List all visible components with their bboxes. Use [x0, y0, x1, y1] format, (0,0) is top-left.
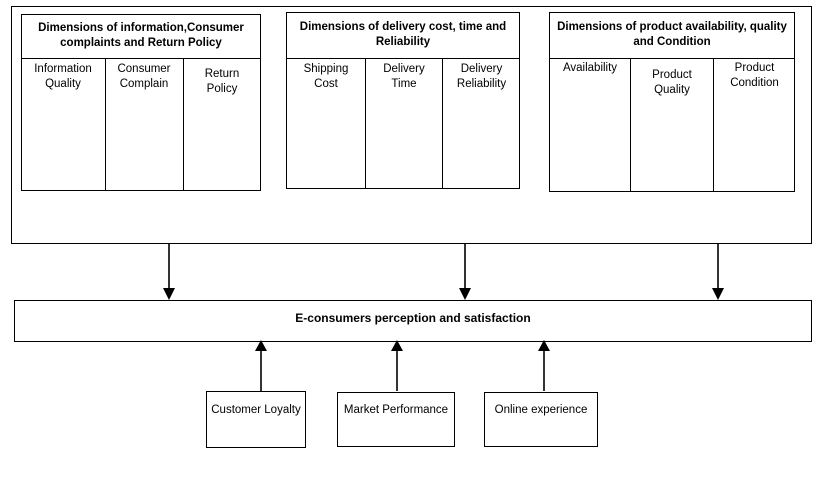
- outcome-label-online-experience: Online experience: [494, 404, 588, 416]
- arrow-up-market-performance: [388, 340, 406, 392]
- dimension-group-3-divider-2: [713, 58, 714, 192]
- dimension-cell-shipping-cost: Shipping Cost: [303, 63, 349, 90]
- dimension-group-1: [21, 14, 261, 191]
- outcome-label-customer-loyalty: Customer Loyalty: [211, 404, 301, 416]
- dimension-group-2-divider-2: [442, 58, 443, 189]
- dimension-group-2-title: Dimensions of delivery cost, time and Re…: [299, 21, 507, 48]
- dimension-cell-product-quality: Product Quality: [652, 69, 692, 96]
- arrow-down-group-2: [456, 244, 474, 302]
- arrow-up-customer-loyalty: [252, 340, 270, 392]
- dimension-group-1-divider-1: [105, 58, 106, 191]
- dimension-group-1-divider-2: [183, 58, 184, 191]
- dimension-group-3: [549, 12, 795, 192]
- dimension-cell-return-policy: Return Policy: [204, 68, 240, 95]
- arrow-down-group-1: [160, 244, 178, 302]
- arrow-up-online-experience: [535, 340, 553, 392]
- main-outcome-label: E-consumers perception and satisfaction: [295, 311, 531, 325]
- dimension-cell-delivery-time: Delivery Time: [383, 63, 425, 90]
- dimension-cell-product-condition: Product Condition: [730, 62, 779, 89]
- dimension-cell-delivery-reliability: Delivery Reliability: [456, 63, 507, 90]
- dimension-group-3-divider-1: [630, 58, 631, 192]
- main-outcome-bar: E-consumers perception and satisfaction: [14, 300, 812, 342]
- outcome-box-customer-loyalty: Customer Loyalty: [206, 391, 306, 448]
- outcome-box-market-performance: Market Performance: [337, 392, 455, 447]
- dimension-group-3-header-rule: [549, 58, 795, 59]
- dimension-cell-availability: Availability: [562, 62, 618, 74]
- dimension-group-2-divider-1: [365, 58, 366, 189]
- dimension-cell-information-quality: Information Quality: [34, 63, 92, 90]
- dimension-group-1-title: Dimensions of information,Consumer compl…: [38, 22, 244, 49]
- dimension-group-3-title: Dimensions of product availability, qual…: [557, 21, 787, 48]
- arrow-down-group-3: [709, 244, 727, 302]
- dimension-cell-consumer-complain: Consumer Complain: [117, 63, 171, 90]
- outcome-box-online-experience: Online experience: [484, 392, 598, 447]
- dimension-group-2: [286, 12, 520, 189]
- dimension-group-2-header-rule: [286, 58, 520, 59]
- dimension-group-1-header-rule: [21, 58, 261, 59]
- outcome-label-market-performance: Market Performance: [343, 404, 449, 416]
